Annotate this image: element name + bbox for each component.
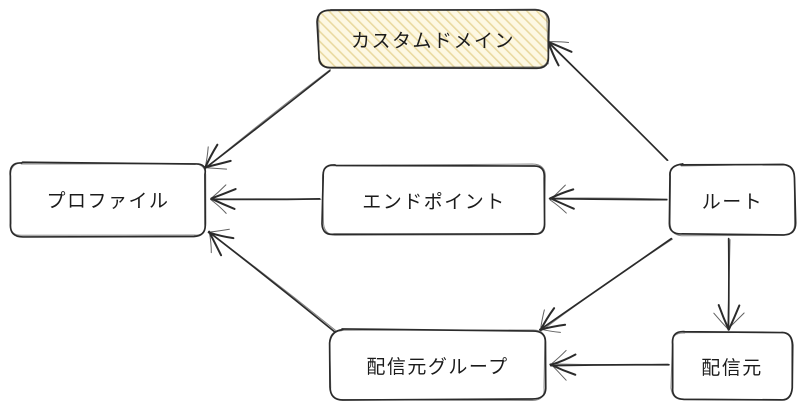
edge-custom-domain-to-profile	[203, 68, 331, 170]
node-outline-endpoint	[321, 163, 546, 236]
node-outline-profile	[9, 161, 207, 238]
node-outline-origin	[670, 332, 793, 401]
nodes-layer	[9, 8, 797, 401]
node-fill-origin	[671, 331, 793, 401]
edge-origin-to-origin-group	[549, 349, 670, 381]
node-fill-custom-domain	[317, 9, 549, 69]
node-fill-route	[670, 164, 796, 235]
node-profile[interactable]	[9, 161, 207, 238]
node-route[interactable]	[668, 163, 797, 237]
edge-endpoint-to-profile	[209, 184, 322, 214]
node-fill-profile	[10, 162, 207, 237]
node-origin[interactable]	[670, 330, 794, 401]
edge-origin-group-to-profile	[207, 228, 338, 334]
edge-route-to-origin-group	[538, 237, 674, 333]
node-outline-origin-group	[329, 329, 546, 401]
node-fill-origin-group	[329, 329, 546, 401]
edge-route-to-origin	[713, 237, 745, 331]
node-outline-profile	[9, 162, 207, 236]
node-outline-custom-domain	[318, 8, 549, 68]
edge-route-to-endpoint	[548, 184, 668, 214]
edges-layer	[203, 40, 745, 381]
node-outline-custom-domain	[316, 9, 550, 70]
node-origin-group[interactable]	[328, 328, 547, 401]
node-fill-endpoint	[322, 164, 545, 236]
node-outline-route	[669, 163, 796, 237]
node-endpoint[interactable]	[321, 163, 546, 236]
edge-route-to-custom-domain	[546, 40, 669, 161]
node-custom-domain[interactable]	[316, 8, 550, 70]
